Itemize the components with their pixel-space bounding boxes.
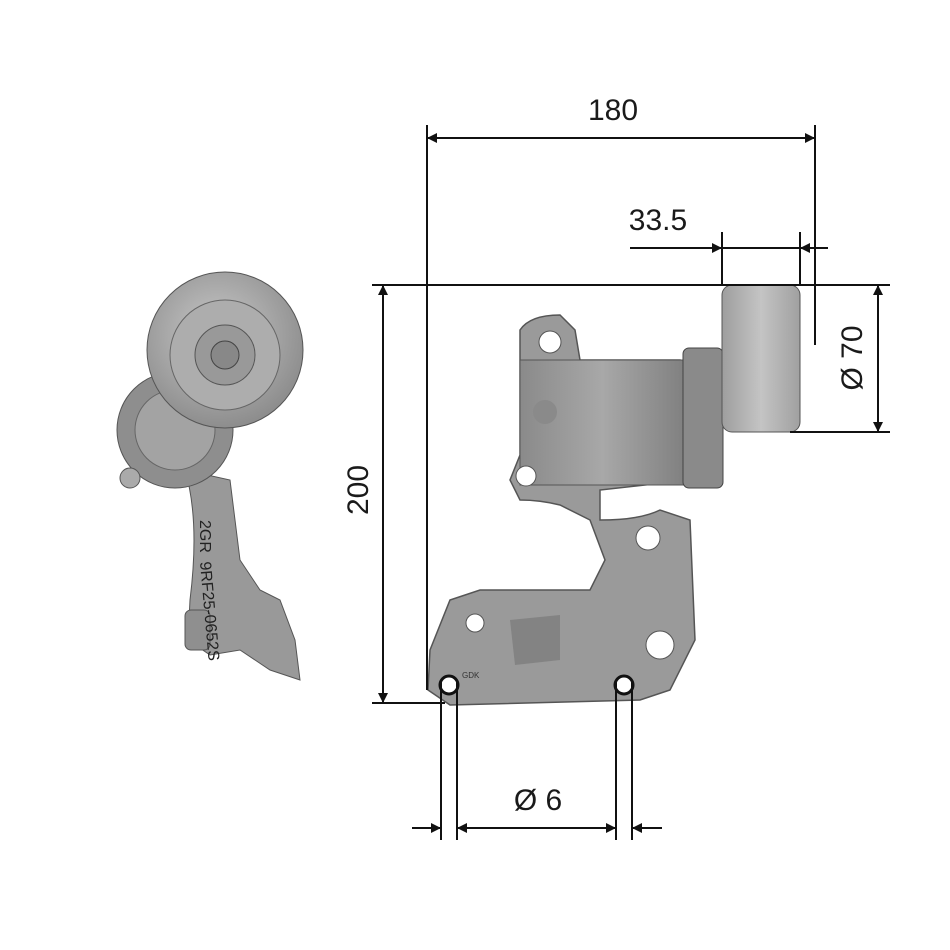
tensioner-side-view: GDK	[427, 284, 801, 706]
dimension-height-label: 200	[342, 465, 375, 515]
dimension-lines	[372, 125, 890, 840]
dimension-hole-diameter-label: Ø 6	[514, 784, 562, 817]
dimension-pulley-diameter-label: Ø 70	[836, 325, 869, 390]
dimension-pulley-width-label: 33.5	[629, 204, 687, 237]
dimension-width-label: 180	[588, 94, 638, 127]
base-marking: GDK	[462, 671, 480, 680]
part-marking-line1: 2GR	[196, 520, 213, 553]
tensioner-perspective-view: 2GR 9RF25-0652S	[116, 271, 304, 681]
